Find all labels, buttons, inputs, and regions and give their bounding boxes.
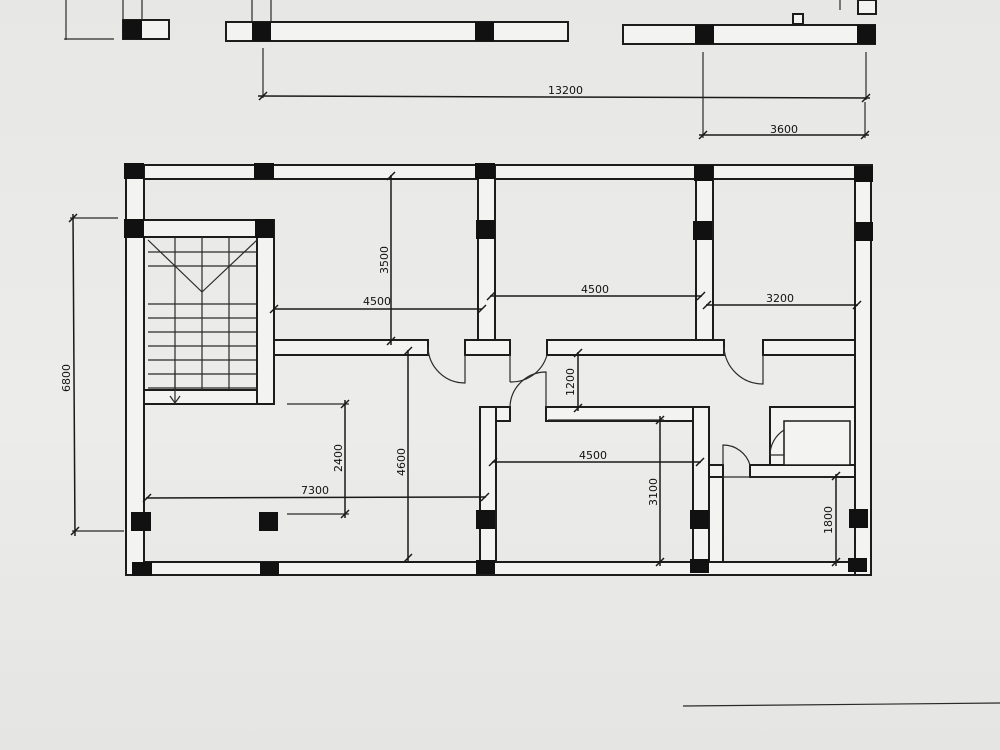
column <box>124 163 144 179</box>
dimension-3600: 3600 <box>698 52 870 140</box>
dimension-label-3100: 3100 <box>647 478 660 506</box>
dimension-label-7300: 7300 <box>301 484 329 497</box>
column <box>693 221 712 240</box>
dimension-label-3500: 3500 <box>378 246 391 274</box>
dimension-label-4600: 4600 <box>395 448 408 476</box>
column <box>849 509 868 528</box>
title-block-line <box>682 702 1000 707</box>
dimension-label-3600: 3600 <box>770 123 798 136</box>
dimension-label-6800: 6800 <box>60 364 73 392</box>
doors <box>427 346 785 466</box>
column <box>694 165 713 181</box>
column <box>260 562 279 576</box>
dimension-label-1200: 1200 <box>564 368 577 396</box>
column <box>255 219 274 238</box>
columns <box>124 163 873 576</box>
column <box>476 220 495 239</box>
dimension-label-3200: 3200 <box>766 292 794 305</box>
column <box>848 558 867 572</box>
dimension-label-2400: 2400 <box>332 444 345 472</box>
column <box>476 510 495 529</box>
column <box>254 163 274 179</box>
column <box>475 163 495 179</box>
upper-plan-fragment <box>64 0 877 45</box>
stair <box>147 237 258 405</box>
column <box>690 510 709 529</box>
column <box>690 559 709 573</box>
dimension-6800: 6800 <box>60 213 124 537</box>
dimension-13200: 13200 <box>257 48 871 103</box>
dimension-label-1800: 1800 <box>822 506 835 534</box>
column <box>854 222 873 241</box>
column <box>476 560 495 574</box>
dimension-label-4500-top-left: 4500 <box>363 295 391 308</box>
dimension-label-4500-top-middle: 4500 <box>581 283 609 296</box>
dimension-label-4500-bottom: 4500 <box>579 449 607 462</box>
column <box>259 512 278 531</box>
column <box>132 562 152 576</box>
interior-dimensions: 4500 3500 4500 3200 1200 2400 7300 <box>142 171 862 567</box>
main-plan-walls <box>125 164 873 576</box>
dimension-label-13200: 13200 <box>548 84 583 97</box>
column <box>854 166 873 182</box>
column <box>131 512 151 531</box>
column <box>124 219 144 238</box>
